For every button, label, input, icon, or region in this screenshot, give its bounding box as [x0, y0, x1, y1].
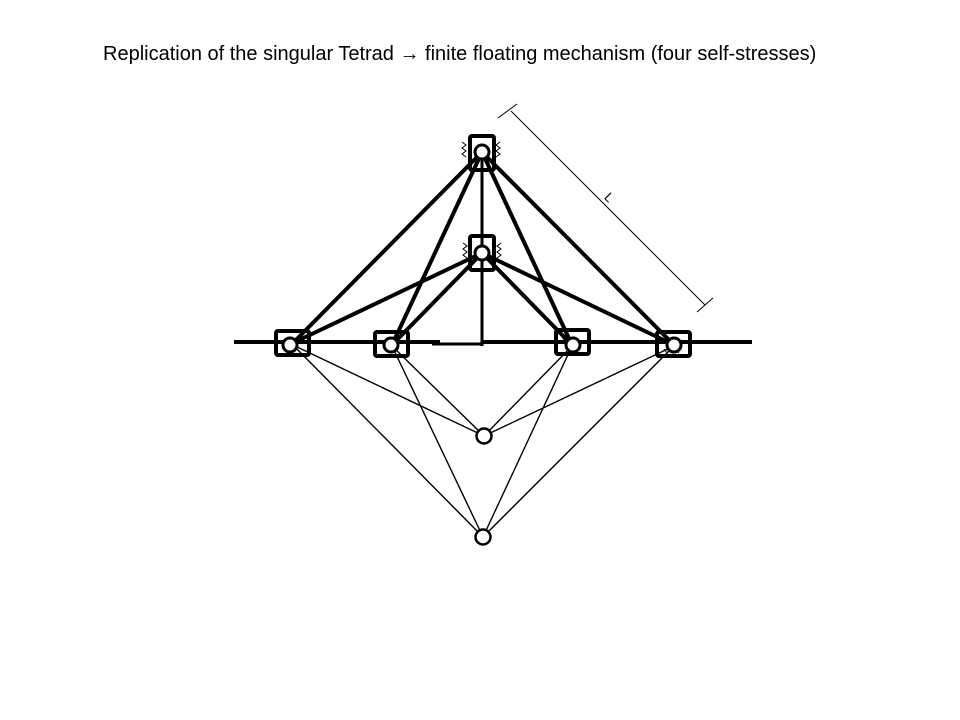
hinge-nodes — [281, 143, 683, 546]
spring-icon — [495, 141, 501, 158]
lower-bars — [292, 344, 675, 538]
right-node-icon — [665, 336, 683, 354]
inner-left-support-icon — [373, 330, 410, 358]
arrow-icon: → — [399, 43, 420, 65]
inner-left-node-icon — [382, 336, 400, 354]
upper-bars — [291, 150, 676, 347]
spring-icon — [461, 141, 467, 158]
ground-line — [234, 340, 752, 346]
middle-support-icon — [468, 234, 496, 272]
left-node-icon — [281, 336, 299, 354]
length-dimension — [497, 103, 714, 313]
spring-icon — [462, 242, 468, 259]
square-supports — [274, 134, 692, 358]
slide-title: Replication of the singular Tetrad → fin… — [103, 40, 843, 68]
title-text-end: finite floating mechanism (four self-str… — [419, 43, 817, 65]
left-support-icon — [274, 329, 311, 357]
top-node-icon — [473, 143, 491, 161]
inner-right-node-icon — [564, 336, 582, 354]
top-support-icon — [468, 134, 496, 172]
length-label: L — [601, 190, 617, 206]
inner-right-support-icon — [554, 328, 591, 356]
title-text-start: Replication of the singular Tetrad — [103, 43, 394, 65]
lower-node-2-icon — [474, 528, 492, 546]
middle-node-icon — [473, 244, 491, 262]
spring-icon — [496, 242, 502, 259]
lower-node-1-icon — [475, 427, 493, 445]
right-support-icon — [655, 330, 692, 358]
